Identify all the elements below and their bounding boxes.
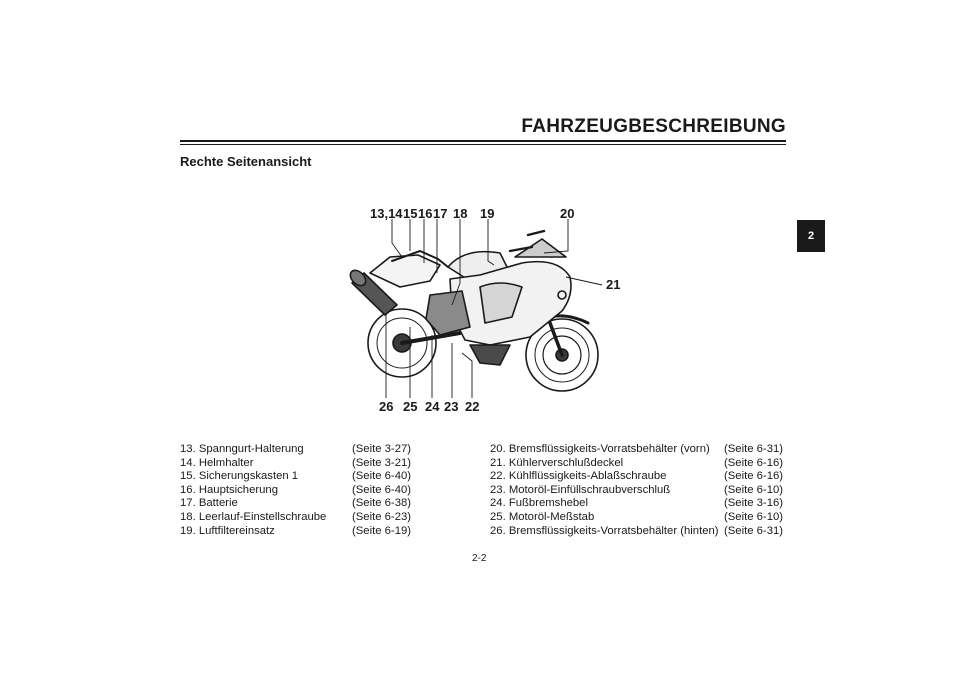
callout-13-14: 13,14 [370,206,403,221]
callout-23: 23 [444,399,458,414]
rear-tail [369,254,441,288]
list-item: 16. Hauptsicherung (Seite 6-40) [180,484,420,498]
callout-21: 21 [606,277,620,292]
list-item: 22. Kühlflüssigkeits-Ablaßschraube (Seite… [490,470,790,484]
part-page-ref: (Seite 6-23) [352,510,412,523]
part-page-ref: (Seite 3-21) [352,456,412,469]
part-page-ref: (Seite 6-40) [352,483,412,496]
leader-lines [385,219,603,398]
part-page-ref: (Seite 6-16) [724,470,784,483]
chapter-tab: 2 [797,220,825,252]
list-item: 14. Helmhalter (Seite 3-21) [180,457,420,471]
part-page-ref: (Seite 6-16) [724,456,784,469]
callout-20: 20 [560,206,574,221]
part-page-ref: (Seite 6-31) [724,443,784,455]
header-rule-thin [180,144,786,145]
callout-16: 16 [418,206,432,221]
list-item: 26. Bremsflüssigkeits-Vorratsbehälter (h… [490,525,790,539]
part-page-ref: (Seite 6-38) [352,497,412,510]
part-label: 20. Bremsflüssigkeits-Vorratsbehälter (v… [490,443,710,455]
callout-18: 18 [453,206,467,221]
list-item: 19. Luftfiltereinsatz (Seite 6-19) [180,525,420,539]
part-label: 26. Bremsflüssigkeits-Vorratsbehälter (h… [490,524,719,537]
section-title: Rechte Seitenansicht [180,154,312,169]
seat [391,250,449,268]
parts-list-left: 13. Spanngurt-Halterung (Seite 3-27) 14. … [180,443,420,538]
part-label: 21. Kühlerverschlußdeckel [490,456,624,469]
part-label: 13. Spanngurt-Halterung [180,443,304,455]
list-item: 25. Motoröl-Meßstab (Seite 6-10) [490,511,790,525]
part-label: 16. Hauptsicherung [180,483,278,496]
list-item: 18. Leerlauf-Einstellschraube (Seite 6-23… [180,511,420,525]
part-label: 18. Leerlauf-Einstellschraube [180,510,327,523]
rear-wheel-rim [376,317,428,369]
part-label: 22. Kühlflüssigkeits-Ablaßschraube [490,470,667,483]
list-item: 21. Kühlerverschlußdeckel (Seite 6-16) [490,457,790,471]
callout-19: 19 [480,206,494,221]
part-page-ref: (Seite 6-10) [724,483,784,496]
list-item: 17. Batterie (Seite 6-38) [180,497,420,511]
part-label: 23. Motoröl-Einfüllschraubverschluß [490,483,671,496]
part-page-ref: (Seite 6-40) [352,470,412,483]
part-label: 24. Fußbremshebel [490,497,588,510]
part-page-ref: (Seite 6-31) [724,524,784,537]
parts-list-right: 20. Bremsflüssigkeits-Vorratsbehälter (v… [490,443,790,538]
list-item: 13. Spanngurt-Halterung (Seite 3-27) [180,443,420,457]
callout-26: 26 [379,399,393,414]
list-item: 20. Bremsflüssigkeits-Vorratsbehälter (v… [490,443,790,457]
front-wheel-rim [534,327,590,383]
page-number: 2-2 [472,553,487,564]
part-label: 19. Luftfiltereinsatz [180,524,275,537]
list-item: 23. Motoröl-Einfüllschraubverschluß (Seit… [490,484,790,498]
motorcycle-illustration [349,229,599,392]
part-page-ref: (Seite 3-27) [352,443,412,455]
list-item: 24. Fußbremshebel (Seite 3-16) [490,497,790,511]
front-wheel-tire [525,318,599,392]
muffler-tip [349,269,367,287]
part-page-ref: (Seite 3-16) [724,497,784,510]
page-header-title: FAHRZEUGBESCHREIBUNG [521,116,786,137]
headlight [557,290,567,300]
part-label: 25. Motoröl-Meßstab [490,510,595,523]
callout-25: 25 [403,399,417,414]
callout-22: 22 [465,399,479,414]
front-brake-disc [542,335,582,375]
callout-numbers: 13,14 15 16 17 18 19 20 21 26 25 24 23 2… [370,206,620,414]
part-label: 17. Batterie [180,497,238,510]
part-page-ref: (Seite 6-19) [352,524,412,537]
fairing-panel [479,282,523,324]
list-item: 15. Sicherungskasten 1 (Seite 6-40) [180,470,420,484]
rear-wheel-tire [367,308,437,378]
callout-17: 17 [433,206,447,221]
header-rule [180,140,786,142]
callout-15: 15 [403,206,417,221]
motorcycle-diagram: 13,14 15 16 17 18 19 20 21 26 25 24 23 2… [349,206,620,414]
mirror-handlebar [508,229,546,253]
lower-cowl [469,344,511,366]
callout-24: 24 [425,399,440,414]
swingarm [400,331,462,345]
part-label: 14. Helmhalter [180,456,254,469]
part-label: 15. Sicherungskasten 1 [180,470,299,483]
part-page-ref: (Seite 6-10) [724,510,784,523]
